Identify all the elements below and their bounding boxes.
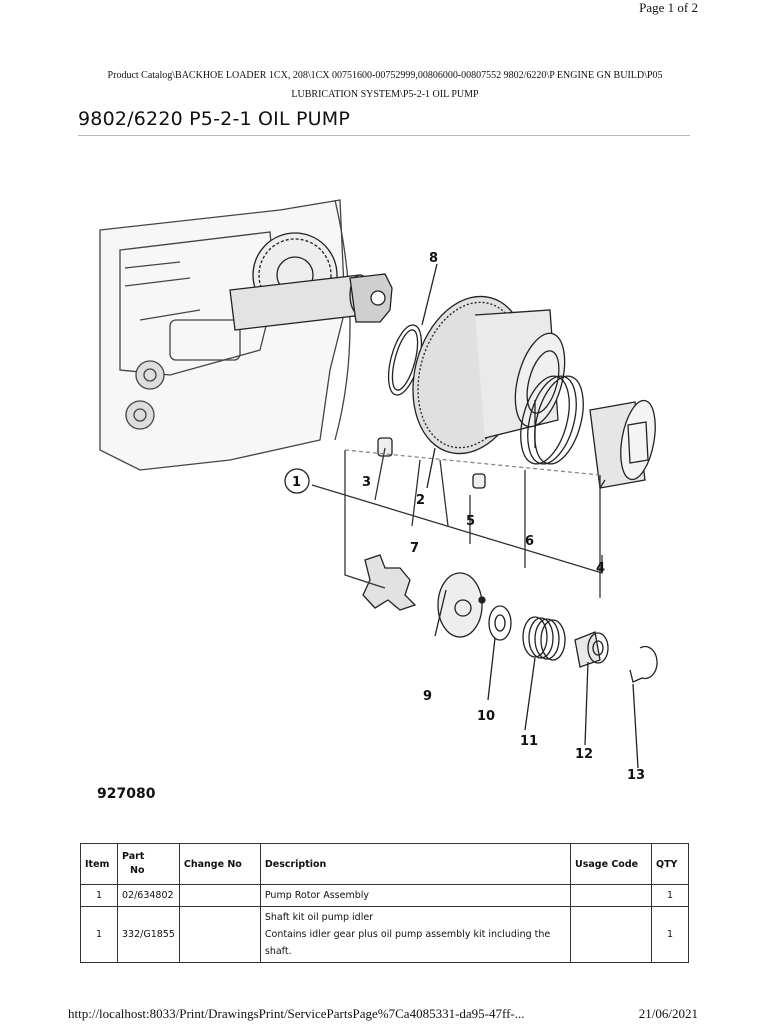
cell-usage-code <box>570 884 652 907</box>
washer-illustration <box>488 605 512 641</box>
callout-2: 2 <box>416 493 425 508</box>
callout-11: 11 <box>520 734 538 749</box>
page-number: Page 1 of 2 <box>639 0 698 15</box>
drawing-number: 927080 <box>97 786 156 802</box>
callout-13: 13 <box>627 768 645 783</box>
pump-rotor-illustration <box>362 554 417 611</box>
dowel-pin-5-illustration <box>472 473 486 489</box>
rotor-plate-illustration <box>437 572 486 638</box>
callout-7: 7 <box>410 541 419 556</box>
table-row: 1 02/634802 Pump Rotor Assembly 1 <box>80 884 689 907</box>
parts-table: Item Part No Change No Description Usage… <box>80 843 689 963</box>
col-usage-code-header: Usage Code <box>570 843 652 885</box>
catalog-path-line-2: LUBRICATION SYSTEM\P5-2-1 OIL PUMP <box>291 89 479 100</box>
catalog-path-line-1: Product Catalog\BACKHOE LOADER 1CX, 208\… <box>107 70 663 81</box>
cell-item: 1 <box>80 906 118 963</box>
table-row: 1 332/G1855 Shaft kit oil pump idler Con… <box>80 906 689 963</box>
cell-qty: 1 <box>651 906 689 963</box>
footer-url-link[interactable]: http://localhost:8033/Print/DrawingsPrin… <box>68 1006 525 1021</box>
catalog-breadcrumb: Product Catalog\BACKHOE LOADER 1CX, 208\… <box>60 66 710 104</box>
dowel-pin-3-illustration <box>377 437 393 457</box>
callout-1-circle <box>284 468 310 494</box>
callout-10: 10 <box>477 709 495 724</box>
col-part-no-header-line-1: Part <box>122 851 145 862</box>
idler-gear-illustration <box>412 295 566 455</box>
col-description-header: Description <box>259 843 572 885</box>
exploded-parts-drawing: 1 2 3 4 5 6 7 8 9 10 11 12 13 <box>99 199 658 783</box>
shaft-and-nut-illustration <box>229 273 393 331</box>
cell-description: Shaft kit oil pump idler Contains idler … <box>259 906 572 963</box>
cell-item: 1 <box>80 884 118 907</box>
callout-1: 1 <box>292 475 301 490</box>
cell-change-no <box>178 906 261 963</box>
assembly-bracket-lines <box>311 447 603 598</box>
callout-4: 4 <box>596 561 605 576</box>
description-line-2: Contains idler gear plus oil pump assemb… <box>264 929 551 957</box>
cell-part-no: 332/G1855 <box>117 906 180 963</box>
page-title: 9802/6220 P5-2-1 OIL PUMP <box>78 108 351 130</box>
callout-9: 9 <box>423 689 432 704</box>
parts-table-header-row: Item Part No Change No Description Usage… <box>80 843 689 885</box>
callout-8: 8 <box>429 251 438 266</box>
col-qty-header: QTY <box>651 843 689 885</box>
col-item-header: Item <box>80 843 118 885</box>
title-divider <box>78 135 690 136</box>
coupling-sleeve-illustration <box>589 399 656 489</box>
footer-print-date: 21/06/2021 <box>638 1006 698 1021</box>
col-part-no-header: Part No <box>117 843 180 885</box>
cell-usage-code <box>570 906 652 963</box>
circlip-illustration <box>629 645 658 683</box>
callout-3: 3 <box>362 475 371 490</box>
cell-part-no: 02/634802 <box>117 884 180 907</box>
col-part-no-header-line-2: No <box>130 865 145 876</box>
cell-qty: 1 <box>651 884 689 907</box>
callout-6: 6 <box>525 534 534 549</box>
col-change-no-header: Change No <box>178 843 261 885</box>
cell-change-no <box>178 884 261 907</box>
callout-5: 5 <box>466 514 475 529</box>
callout-12: 12 <box>575 747 593 762</box>
seal-rings-illustration <box>520 375 584 465</box>
cell-description: Pump Rotor Assembly <box>259 884 572 907</box>
relief-spring-illustration <box>522 616 566 661</box>
leader-lines <box>421 263 639 769</box>
valve-plunger-illustration <box>574 631 609 668</box>
description-line-1: Shaft kit oil pump idler <box>264 912 374 923</box>
